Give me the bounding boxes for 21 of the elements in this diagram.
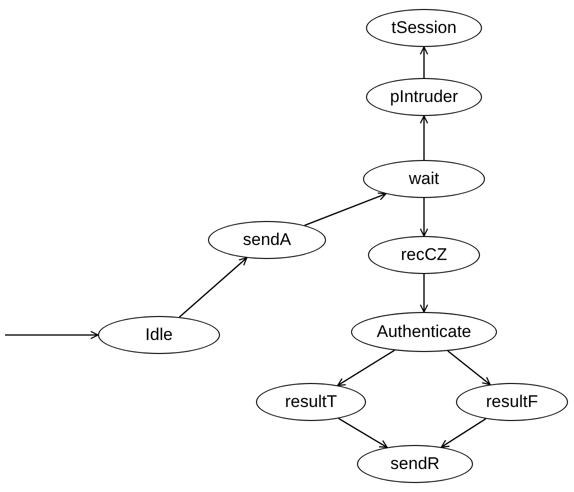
arrow [337, 350, 395, 386]
state-label: Authenticate [376, 322, 472, 342]
state-label: sendA [242, 230, 292, 250]
state-label: tSession [391, 18, 457, 38]
arrow [338, 418, 388, 448]
arrow [5, 330, 99, 340]
state-label: resultT [285, 392, 337, 412]
state-label: wait [408, 169, 440, 189]
state-label: Idle [145, 325, 173, 345]
arrow [420, 46, 428, 78]
state-label: resultF [486, 392, 538, 412]
arrow [420, 115, 428, 160]
arrow [420, 198, 428, 237]
state-label: pIntruder [390, 87, 458, 107]
state-label: recCZ [400, 245, 448, 265]
arrow [304, 192, 386, 226]
arrow [420, 274, 428, 313]
arrow [178, 257, 248, 318]
arrow [440, 418, 486, 448]
arrow [447, 350, 491, 386]
state-label: sendR [390, 454, 440, 474]
